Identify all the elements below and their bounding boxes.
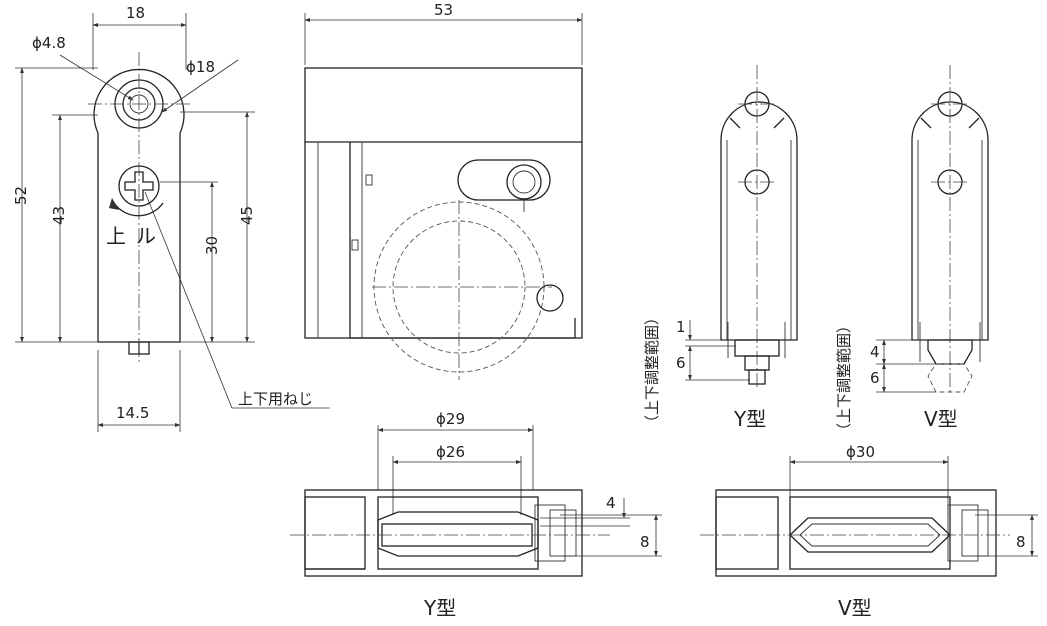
dim-phi-26: ϕ26 bbox=[436, 443, 465, 461]
dim-8-y: 8 bbox=[640, 533, 650, 551]
y-type-bottom-label: Y型 bbox=[423, 596, 456, 620]
y-type-body bbox=[720, 101, 798, 341]
rotation-arrow-icon bbox=[109, 198, 164, 217]
dim-6-v: 6 bbox=[870, 369, 880, 387]
dim-30: 30 bbox=[203, 236, 221, 255]
roller-hidden-small bbox=[392, 220, 526, 354]
dim-phi-29: ϕ29 bbox=[436, 410, 465, 428]
y-type-side-label: Y型 bbox=[733, 407, 766, 431]
front-view: 上 ル 18 ϕ4.8 ϕ18 52 43 30 bbox=[12, 4, 330, 432]
dim-4-bottom: 4 bbox=[606, 494, 616, 512]
dim-phi-4-8: ϕ4.8 bbox=[32, 34, 66, 52]
up-mark: 上 bbox=[106, 224, 126, 248]
adjust-slot bbox=[457, 159, 551, 201]
v-type-body bbox=[911, 101, 989, 341]
v-type-bottom-label: V型 bbox=[838, 596, 872, 620]
dim-phi-30: ϕ30 bbox=[846, 443, 875, 461]
dim-phi-18: ϕ18 bbox=[186, 58, 215, 76]
y-type-bottom-view: ϕ29 ϕ26 4 8 Y型 bbox=[290, 410, 662, 620]
dim-45: 45 bbox=[238, 206, 256, 225]
v-type-bottom-view: ϕ30 8 V型 bbox=[700, 443, 1038, 620]
v-type-view: 4 6 （上下調整範囲） V型 bbox=[835, 65, 989, 438]
adjust-range-y: （上下調整範囲） bbox=[643, 310, 661, 430]
dim-43: 43 bbox=[50, 206, 68, 225]
dim-4-v: 4 bbox=[870, 343, 880, 361]
left-mark: ル bbox=[136, 224, 156, 248]
dim-53: 53 bbox=[434, 1, 453, 19]
dim-6-y: 6 bbox=[676, 354, 686, 372]
y-type-view: 1 6 （上下調整範囲） Y型 bbox=[643, 65, 798, 431]
dim-1-y: 1 bbox=[676, 318, 686, 336]
front-view-body bbox=[93, 68, 185, 343]
dim-52: 52 bbox=[12, 186, 30, 205]
adjust-range-v: （上下調整範囲） bbox=[835, 318, 853, 438]
dim-18: 18 bbox=[126, 4, 145, 22]
y-bottom-housing bbox=[304, 489, 583, 577]
v-bottom-housing bbox=[715, 489, 997, 577]
screw-callout: 上下用ねじ bbox=[238, 390, 313, 408]
dim-8-v: 8 bbox=[1016, 533, 1026, 551]
v-type-side-label: V型 bbox=[924, 407, 958, 431]
dim-14-5: 14.5 bbox=[116, 404, 149, 422]
side-view: 53 bbox=[304, 1, 583, 380]
